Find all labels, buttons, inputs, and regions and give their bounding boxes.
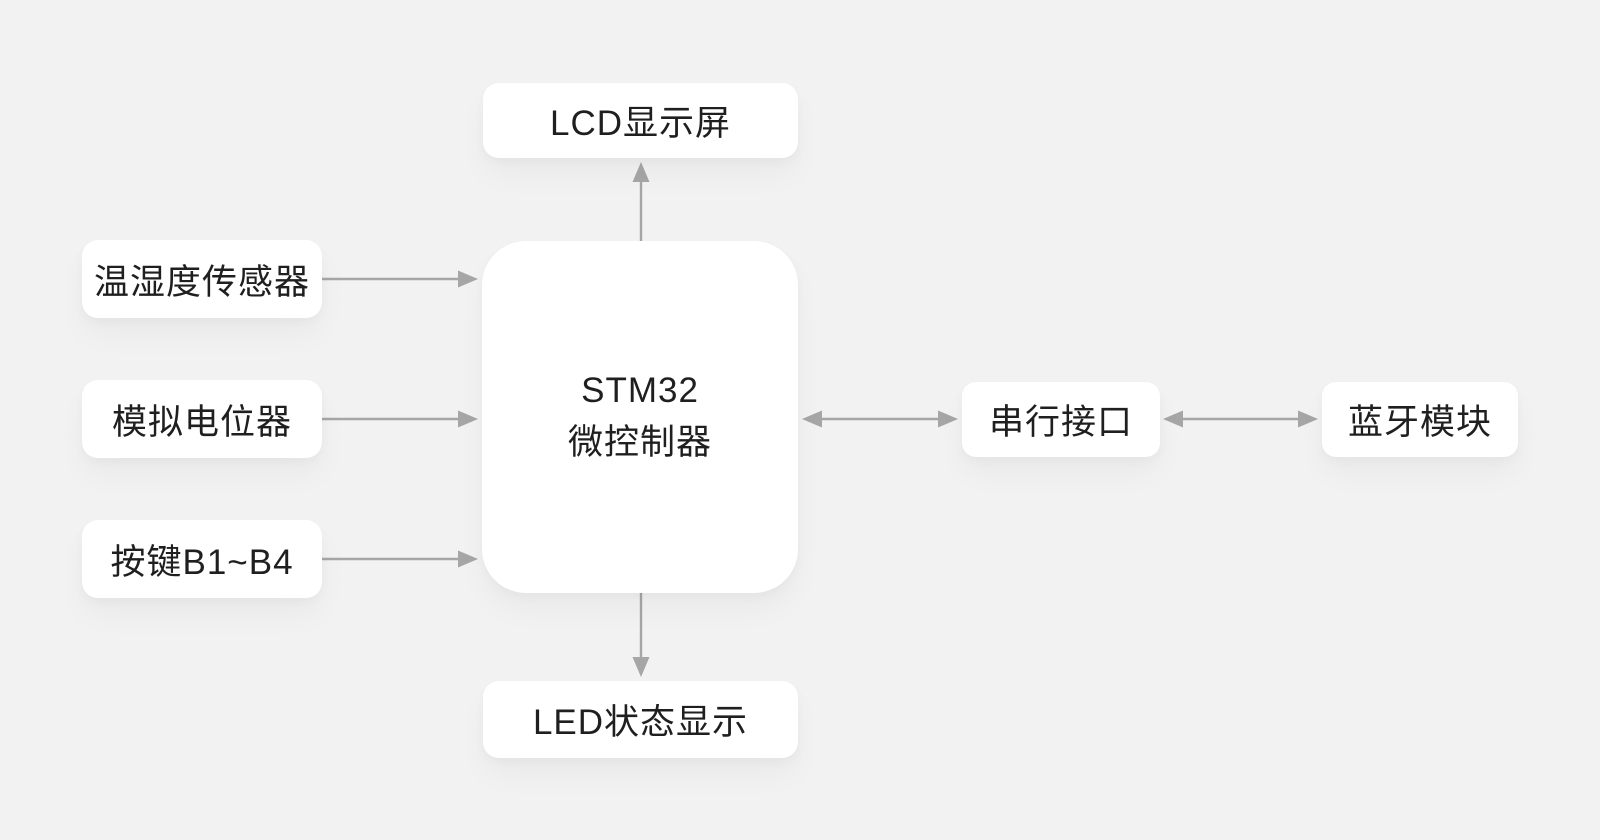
node-lcd-display-label: LCD显示屏 <box>549 104 732 143</box>
node-stm32-mcu-label-line2: 微控制器 <box>567 423 712 462</box>
arrow-mcu-serial-bidirectional <box>802 410 958 428</box>
node-stm32-mcu: STM32 微控制器 <box>482 241 798 593</box>
node-keys-b1-b4: 按键B1~B4 <box>82 520 322 598</box>
node-temp-humidity-sensor-label: 温湿度传感器 <box>93 262 310 302</box>
arrow-mcu-to-led <box>632 593 650 677</box>
node-analog-potentiometer-label: 模拟电位器 <box>111 402 292 442</box>
node-stm32-mcu-label-line1: STM32 <box>581 370 699 410</box>
node-lcd-display: LCD显示屏 <box>483 83 798 158</box>
node-analog-potentiometer: 模拟电位器 <box>82 380 322 458</box>
node-led-status-display: LED状态显示 <box>483 681 798 758</box>
arrow-mcu-to-lcd <box>632 162 650 241</box>
node-bluetooth-module: 蓝牙模块 <box>1322 382 1518 457</box>
node-serial-interface-label: 串行接口 <box>988 403 1133 442</box>
arrow-keys-to-mcu <box>322 550 478 568</box>
arrow-potentiometer-to-mcu <box>322 410 478 428</box>
arrow-serial-bluetooth-bidirectional <box>1163 410 1318 428</box>
arrow-sensor-to-mcu <box>322 270 478 288</box>
node-temp-humidity-sensor: 温湿度传感器 <box>82 240 322 318</box>
node-led-status-display-label: LED状态显示 <box>532 703 749 742</box>
node-serial-interface: 串行接口 <box>962 382 1160 457</box>
node-keys-b1-b4-label: 按键B1~B4 <box>110 542 294 582</box>
node-bluetooth-module-label: 蓝牙模块 <box>1347 403 1492 442</box>
